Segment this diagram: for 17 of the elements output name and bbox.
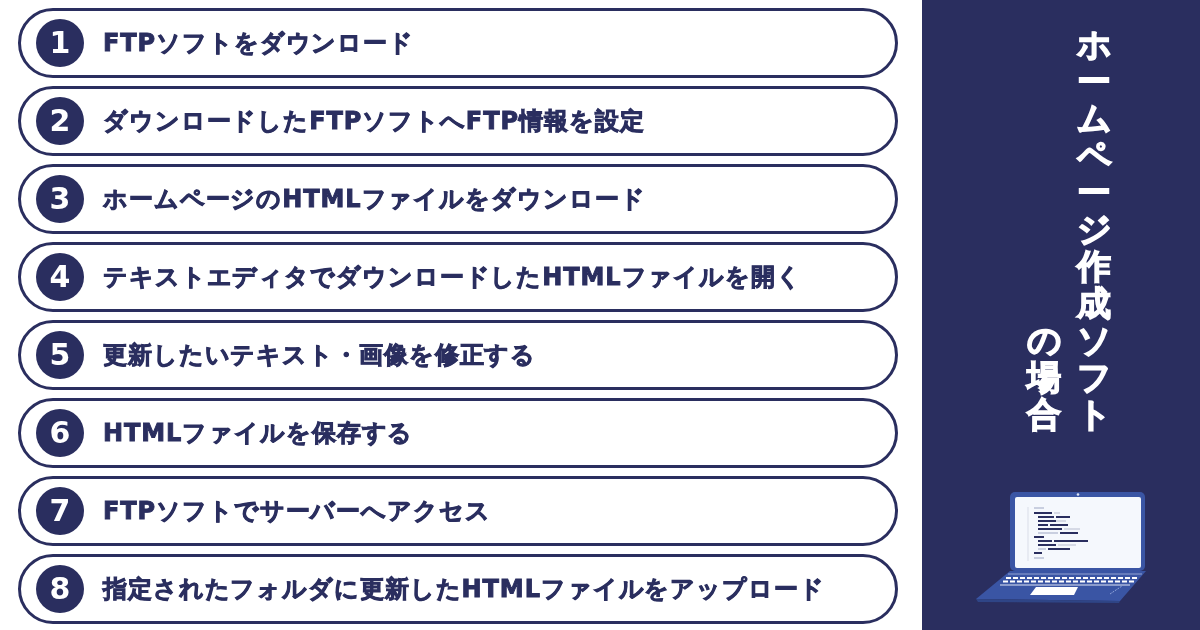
step-number-badge: 2 (36, 97, 84, 145)
step-number-badge: 1 (36, 19, 84, 67)
step-text: 更新したいテキスト・画像を修正する (103, 340, 537, 371)
step-text: ダウンロードしたFTPソフトへFTP情報を設定 (103, 106, 645, 137)
step-text: ホームページのHTMLファイルをダウンロード (103, 184, 646, 215)
step-number-badge: 5 (36, 331, 84, 379)
step-text: テキストエディタでダウンロードしたHTMLファイルを開く (103, 262, 802, 293)
step-number-badge: 6 (36, 409, 84, 457)
step-number-badge: 7 (36, 487, 84, 535)
step-text: FTPソフトをダウンロード (103, 28, 415, 59)
step-number-badge: 3 (36, 175, 84, 223)
step-number-badge: 4 (36, 253, 84, 301)
step-text: 指定されたフォルダに更新したHTMLファイルをアップロード (103, 574, 825, 605)
step-number-badge: 8 (36, 565, 84, 613)
vertical-title: ホームページ作成ソフトの場合 (1025, 26, 1113, 433)
step-text: FTPソフトでサーバーへアクセス (103, 496, 491, 527)
step-text: HTMLファイルを保存する (103, 418, 414, 449)
